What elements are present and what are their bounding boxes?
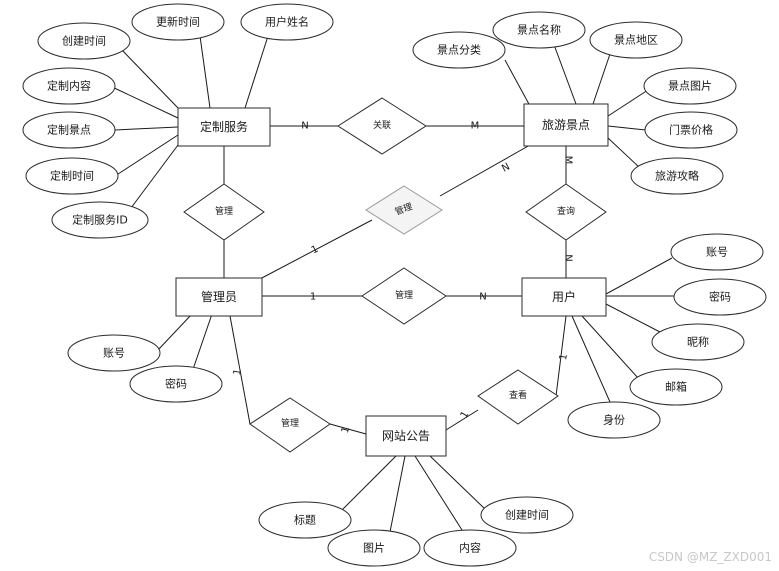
entity-scenic-spot: 旅游景点 xyxy=(523,103,609,147)
svg-text:邮箱: 邮箱 xyxy=(665,380,687,394)
cardinality-user-notice: 1 xyxy=(558,353,570,361)
attribute-user-email: 邮箱 xyxy=(629,368,723,406)
relationship-manage-user-label: 管理 xyxy=(395,289,413,301)
cardinality-spot-admin: N xyxy=(500,161,512,174)
attribute-spot-name: 景点名称 xyxy=(492,11,586,49)
cardinality-admin-manage-user: 1 xyxy=(310,292,316,303)
entity-admin: 管理员 xyxy=(175,277,263,317)
svg-text:创建时间: 创建时间 xyxy=(505,508,549,522)
svg-text:昵称: 昵称 xyxy=(687,335,709,349)
attribute-service-content: 定制内容 xyxy=(22,67,116,105)
svg-text:标题: 标题 xyxy=(294,513,316,527)
attribute-user-role: 身份 xyxy=(567,401,661,439)
cardinality-admin-notice: 1 xyxy=(232,368,244,376)
entity-custom-service-label: 定制服务 xyxy=(200,119,248,134)
relationship-query: 查询 xyxy=(525,183,607,241)
svg-text:定制内容: 定制内容 xyxy=(47,79,91,93)
attribute-service-created: 创建时间 xyxy=(37,22,131,60)
svg-text:创建时间: 创建时间 xyxy=(62,34,106,48)
cardinality-spot-query: M xyxy=(563,156,574,165)
svg-text:门票价格: 门票价格 xyxy=(669,123,713,137)
svg-text:景点地区: 景点地区 xyxy=(614,34,658,47)
entity-user-label: 用户 xyxy=(552,289,576,304)
relationship-query-label: 查询 xyxy=(557,205,575,217)
relationship-link-label: 关联 xyxy=(373,119,391,131)
connector-lines xyxy=(109,35,674,533)
attribute-service-updated: 更新时间 xyxy=(131,3,225,41)
cardinality-notice-user: 1 xyxy=(459,409,472,420)
relationship-manage-user: 管理 xyxy=(361,267,447,325)
entity-admin-label: 管理员 xyxy=(201,289,237,304)
cardinality-manage-user-user: N xyxy=(479,292,486,303)
attribute-service-id: 定制服务ID xyxy=(51,201,149,239)
svg-text:定制服务ID: 定制服务ID xyxy=(72,213,128,227)
watermark: CSDN @MZ_ZXD001 xyxy=(649,550,772,564)
attribute-notice-created: 创建时间 xyxy=(480,496,574,534)
svg-text:旅游攻略: 旅游攻略 xyxy=(655,169,699,183)
svg-text:账号: 账号 xyxy=(706,246,728,259)
relationship-manage-notice: 管理 xyxy=(249,397,331,453)
relationship-link: 关联 xyxy=(337,97,427,155)
cardinality-link-spot: M xyxy=(471,121,480,132)
attribute-notice-content: 内容 xyxy=(423,529,517,567)
attribute-service-spot: 定制景点 xyxy=(22,111,116,149)
svg-text:图片: 图片 xyxy=(363,542,385,555)
entity-user: 用户 xyxy=(521,277,607,317)
svg-text:密码: 密码 xyxy=(165,377,187,391)
svg-text:更新时间: 更新时间 xyxy=(156,15,200,29)
attribute-user-nickname: 昵称 xyxy=(651,323,745,361)
svg-text:用户姓名: 用户姓名 xyxy=(265,15,309,29)
relationship-view: 查看 xyxy=(477,369,559,425)
attribute-service-time: 定制时间 xyxy=(25,157,119,195)
cardinality-labels: N M 1 N M N 1 N 1 1 1 1 xyxy=(232,121,573,435)
attribute-spot-price: 门票价格 xyxy=(644,111,738,149)
entity-custom-service: 定制服务 xyxy=(177,107,271,147)
cardinality-service-link: N xyxy=(301,121,308,132)
svg-text:账号: 账号 xyxy=(103,347,125,360)
relationship-view-label: 查看 xyxy=(509,389,527,401)
svg-text:景点名称: 景点名称 xyxy=(517,23,561,37)
attribute-admin-account: 账号 xyxy=(67,334,161,372)
relationship-manage-spot: 管理 xyxy=(365,185,443,235)
attribute-user-account: 账号 xyxy=(670,233,764,271)
attribute-spot-category: 景点分类 xyxy=(412,31,506,69)
svg-text:内容: 内容 xyxy=(459,541,481,555)
attribute-user-password: 密码 xyxy=(673,278,767,316)
cardinality-query-user: N xyxy=(563,254,574,261)
attribute-notice-title: 标题 xyxy=(258,501,352,539)
attribute-spot-guide: 旅游攻略 xyxy=(630,157,724,195)
svg-text:定制景点: 定制景点 xyxy=(47,123,91,137)
attribute-notice-image: 图片 xyxy=(327,529,421,567)
entity-notice: 网站公告 xyxy=(365,415,447,457)
cardinality-admin-spot: 1 xyxy=(310,244,321,257)
svg-text:密码: 密码 xyxy=(709,290,731,304)
attribute-spot-image: 景点图片 xyxy=(643,67,737,105)
attribute-spot-region: 景点地区 xyxy=(589,21,683,59)
entity-scenic-spot-label: 旅游景点 xyxy=(542,118,590,132)
attribute-admin-password: 密码 xyxy=(129,365,223,403)
cardinality-notice-admin: 1 xyxy=(340,425,352,434)
relationship-manage-notice-label: 管理 xyxy=(281,417,299,429)
attribute-service-username: 用户姓名 xyxy=(240,3,334,41)
relationship-manage-service: 管理 xyxy=(183,183,265,241)
svg-text:景点图片: 景点图片 xyxy=(668,80,712,93)
svg-text:定制时间: 定制时间 xyxy=(50,169,94,183)
relationship-manage-service-label: 管理 xyxy=(215,205,233,217)
svg-text:景点分类: 景点分类 xyxy=(437,43,481,57)
entity-notice-label: 网站公告 xyxy=(382,429,430,443)
svg-text:身份: 身份 xyxy=(603,413,625,427)
